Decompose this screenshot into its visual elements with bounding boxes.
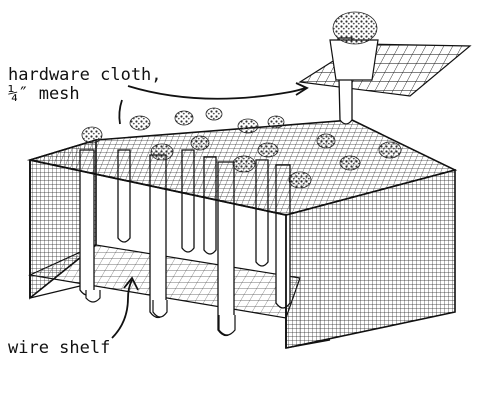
plant-tuft — [378, 141, 402, 159]
detail-plant-tuft — [332, 11, 378, 45]
plant-tuft — [150, 143, 174, 161]
plant-tuft — [81, 126, 103, 144]
plant-tuft — [190, 135, 210, 151]
plant-tuft — [257, 142, 279, 158]
wire-shelf-arrow — [111, 276, 139, 339]
mesh-detail-inset — [298, 11, 472, 125]
plant-tuft — [237, 118, 259, 134]
plant-tufts — [81, 107, 402, 189]
plant-tuft — [205, 107, 223, 121]
plant-tuft — [339, 155, 361, 171]
mesh-size-label: ¼″ mesh — [8, 84, 80, 104]
plant-tuft — [174, 110, 194, 126]
plant-tuft — [129, 115, 151, 131]
plant-tuft — [316, 133, 336, 149]
plant-tuft — [288, 171, 312, 189]
hardware-cloth-label: hardware cloth, — [8, 65, 162, 85]
tube-tips — [85, 290, 236, 336]
rack-front-edge — [29, 159, 331, 349]
hardware-cloth-arrow — [118, 82, 309, 125]
plant-tuft — [232, 155, 256, 173]
plant-tuft — [267, 115, 285, 129]
wire-shelf-label: wire shelf — [8, 338, 111, 358]
